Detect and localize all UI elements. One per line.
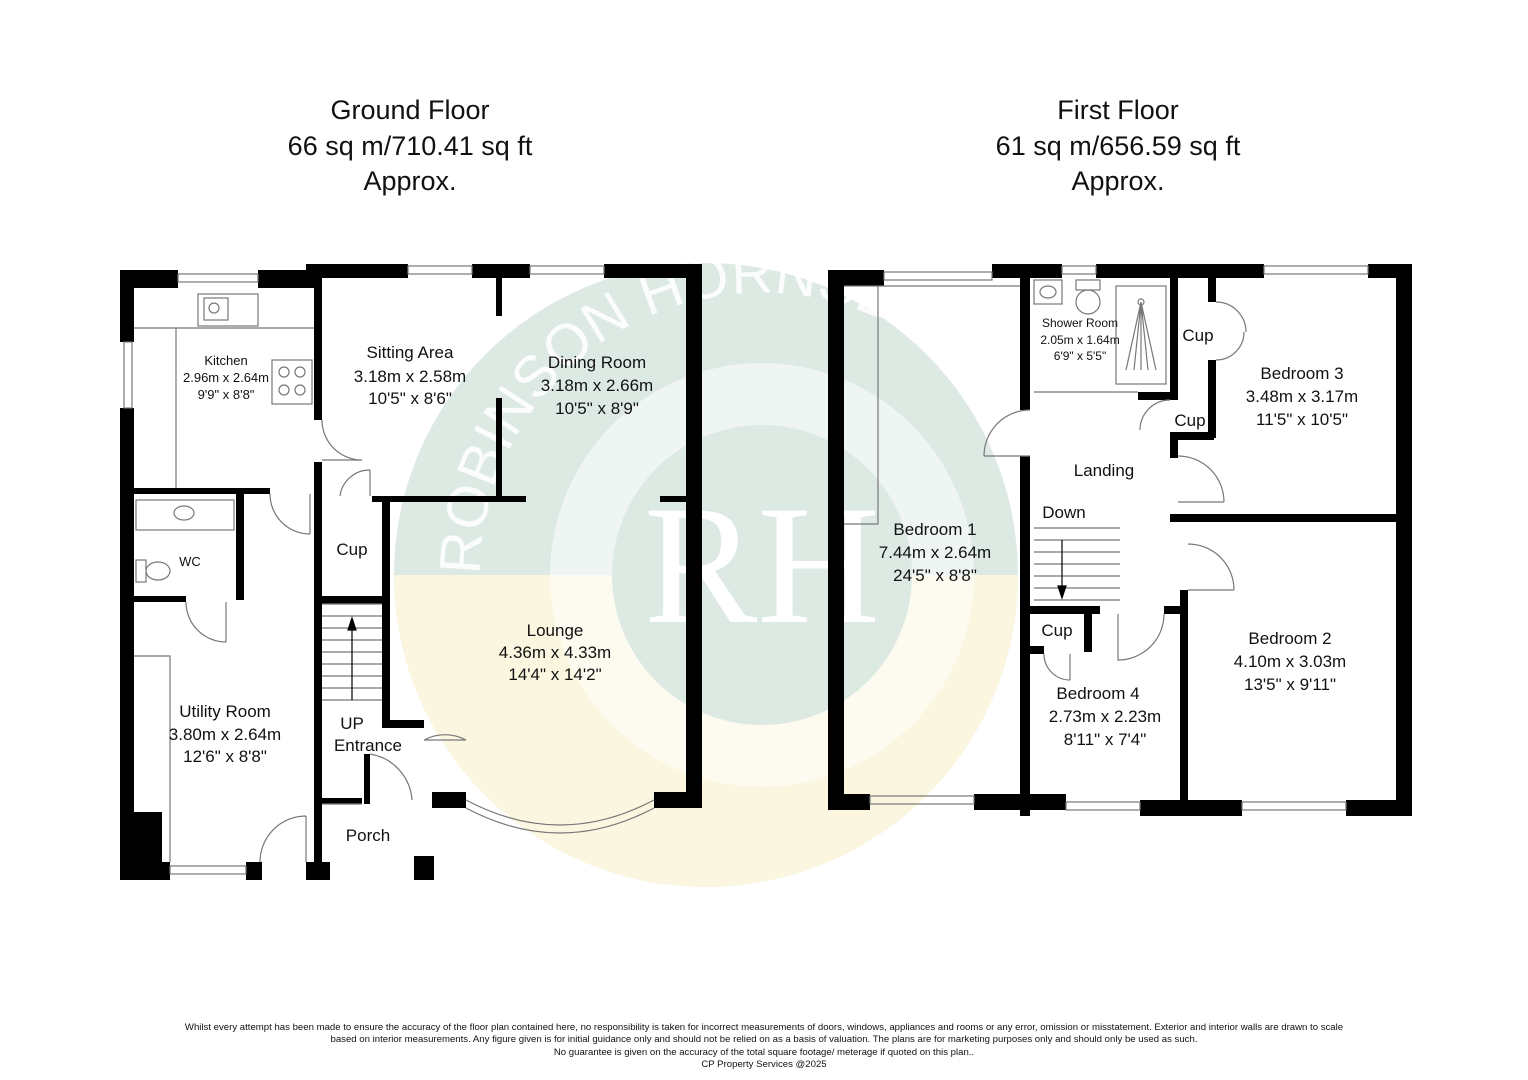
svg-text:3.18m x 2.66m: 3.18m x 2.66m: [541, 376, 653, 395]
ground-floor-heading: Ground Floor 66 sq m/710.41 sq ft Approx…: [288, 95, 533, 196]
svg-text:Utility Room: Utility Room: [179, 702, 271, 721]
first-floor-title: First Floor: [1057, 95, 1179, 125]
room-entrance: Entrance: [334, 736, 402, 755]
room-dining-room: Dining Room 3.18m x 2.66m 10'5" x 8'9": [541, 353, 653, 418]
svg-text:Bedroom 4: Bedroom 4: [1056, 684, 1139, 703]
room-cup-landing: Cup: [1174, 411, 1205, 430]
ground-floor-approx: Approx.: [363, 166, 456, 196]
svg-text:Lounge: Lounge: [527, 621, 584, 640]
room-shower-room: Shower Room 2.05m x 1.64m 6'9" x 5'5": [1040, 316, 1119, 363]
room-porch: Porch: [346, 826, 390, 845]
room-cup-bedroom3: Cup: [1182, 326, 1213, 345]
svg-text:2.96m x 2.64m: 2.96m x 2.64m: [183, 370, 269, 385]
svg-text:10'5" x 8'9": 10'5" x 8'9": [555, 399, 639, 418]
svg-text:14'4" x 14'2": 14'4" x 14'2": [508, 665, 601, 684]
svg-text:13'5" x 9'11": 13'5" x 9'11": [1244, 675, 1336, 694]
svg-text:Bedroom 1: Bedroom 1: [893, 520, 976, 539]
svg-text:24'5" x 8'8": 24'5" x 8'8": [893, 566, 977, 585]
svg-text:3.80m x 2.64m: 3.80m x 2.64m: [169, 725, 281, 744]
svg-text:8'11" x 7'4": 8'11" x 7'4": [1064, 730, 1147, 749]
room-cup-bedroom4: Cup: [1041, 621, 1072, 640]
svg-text:Dining Room: Dining Room: [548, 353, 646, 372]
room-kitchen: Kitchen 2.96m x 2.64m 9'9" x 8'8": [183, 353, 269, 402]
watermark-logo: RH ROBINSON HORNSBY.COM: [394, 240, 1060, 887]
svg-text:11'5" x 10'5": 11'5" x 10'5": [1256, 410, 1348, 429]
disclaimer-line-1: Whilst every attempt has been made to en…: [184, 1022, 1344, 1033]
disclaimer-line-2: based on interior measurements. Any figu…: [330, 1034, 1198, 1046]
svg-text:Kitchen: Kitchen: [204, 353, 247, 368]
room-cup-ground: Cup: [336, 540, 367, 559]
ground-floor-area: 66 sq m/710.41 sq ft: [288, 131, 533, 161]
first-floor-area: 61 sq m/656.59 sq ft: [996, 131, 1241, 161]
room-bedroom2: Bedroom 2 4.10m x 3.03m 13'5" x 9'11": [1234, 629, 1346, 694]
svg-text:4.10m x 3.03m: 4.10m x 3.03m: [1234, 652, 1346, 671]
room-utility-room: Utility Room 3.80m x 2.64m 12'6" x 8'8": [169, 702, 281, 766]
room-bedroom1: Bedroom 1 7.44m x 2.64m 24'5" x 8'8": [879, 520, 991, 585]
room-lounge: Lounge 4.36m x 4.33m 14'4" x 14'2": [499, 621, 611, 684]
first-floor-heading: First Floor 61 sq m/656.59 sq ft Approx.: [996, 95, 1241, 196]
room-landing: Landing: [1074, 461, 1135, 480]
room-wc: WC: [179, 554, 201, 569]
stairs-down-label: Down: [1042, 503, 1085, 522]
svg-text:Bedroom 3: Bedroom 3: [1260, 364, 1343, 383]
svg-text:Bedroom 2: Bedroom 2: [1248, 629, 1331, 648]
room-bedroom4: Bedroom 4 2.73m x 2.23m 8'11" x 7'4": [1049, 684, 1161, 749]
svg-text:6'9" x 5'5": 6'9" x 5'5": [1054, 349, 1106, 363]
svg-text:Shower Room: Shower Room: [1042, 316, 1118, 330]
first-floor-labels: Shower Room 2.05m x 1.64m 6'9" x 5'5" Cu…: [879, 316, 1358, 749]
svg-text:3.18m x 2.58m: 3.18m x 2.58m: [354, 367, 466, 386]
svg-text:7.44m x 2.64m: 7.44m x 2.64m: [879, 543, 991, 562]
ground-floor-labels: Kitchen 2.96m x 2.64m 9'9" x 8'8" Sittin…: [169, 343, 653, 845]
svg-text:10'5" x 8'6": 10'5" x 8'6": [368, 389, 452, 408]
ground-floor-details: [123, 265, 655, 875]
svg-text:Sitting Area: Sitting Area: [367, 343, 454, 362]
svg-text:9'9" x 8'8": 9'9" x 8'8": [198, 387, 255, 402]
room-sitting-area: Sitting Area 3.18m x 2.58m 10'5" x 8'6": [354, 343, 466, 408]
disclaimer: Whilst every attempt has been made to en…: [40, 1022, 1488, 1072]
svg-text:2.05m x 1.64m: 2.05m x 1.64m: [1040, 333, 1119, 347]
ground-floor-walls: [120, 264, 702, 880]
disclaimer-line-3: No guarantee is given on the accuracy of…: [553, 1046, 975, 1058]
ground-floor-title: Ground Floor: [330, 95, 489, 125]
svg-text:4.36m x 4.33m: 4.36m x 4.33m: [499, 643, 611, 662]
svg-text:2.73m x 2.23m: 2.73m x 2.23m: [1049, 707, 1161, 726]
stairs-up-label: UP: [340, 714, 364, 733]
room-bedroom3: Bedroom 3 3.48m x 3.17m 11'5" x 10'5": [1246, 364, 1358, 429]
svg-text:12'6" x 8'8": 12'6" x 8'8": [183, 747, 267, 766]
first-floor-walls: [828, 264, 1412, 816]
first-floor-details: [844, 265, 1369, 811]
first-floor-approx: Approx.: [1071, 166, 1164, 196]
disclaimer-credit: CP Property Services @2025: [701, 1059, 827, 1071]
svg-text:3.48m x 3.17m: 3.48m x 3.17m: [1246, 387, 1358, 406]
